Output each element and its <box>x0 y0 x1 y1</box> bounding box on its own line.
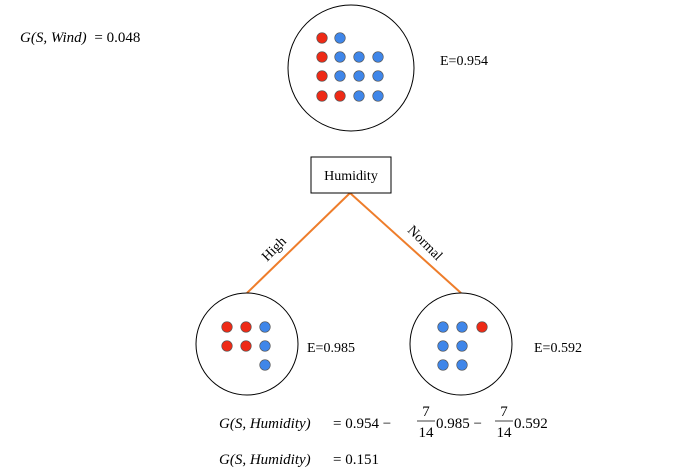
right-child-dot-blue <box>456 321 468 333</box>
right-child-dot-blue <box>456 340 468 352</box>
humidity-gain-result: G(S, Humidity) = 0.151 <box>219 452 379 468</box>
right-child-dots <box>437 321 488 371</box>
left-child-dot-red <box>221 340 233 352</box>
root-dot-blue <box>334 51 346 63</box>
left-child-dot-blue <box>259 359 271 371</box>
right-child-dot-blue <box>456 359 468 371</box>
root-dot-blue <box>353 70 365 82</box>
high-branch-label: High <box>259 234 289 264</box>
right-child-dot-blue <box>437 359 449 371</box>
wind-gain-rhs: = 0.048 <box>94 30 140 46</box>
root-dot-blue <box>334 32 346 44</box>
root-node-circle <box>287 4 415 132</box>
left-child-dot-red <box>240 340 252 352</box>
left-child-circle <box>195 292 299 396</box>
root-dot-red <box>316 90 328 102</box>
wind-gain-formula: G(S, Wind) = 0.048 <box>20 30 140 46</box>
left-child-dots <box>221 321 271 371</box>
normal-branch-label: Normal <box>404 223 445 264</box>
formula-part2: 0.985 − <box>436 416 482 432</box>
left-child-dot-blue <box>259 340 271 352</box>
right-child-dot-blue <box>437 340 449 352</box>
result-rhs: = 0.151 <box>333 452 379 468</box>
humidity-label: Humidity <box>324 169 378 184</box>
humidity-gain-formula: G(S, Humidity) = 0.954 − 7 14 0.985 − 7 … <box>219 404 548 441</box>
formula-part1: = 0.954 − <box>333 416 391 432</box>
humidity-split-box <box>310 156 392 194</box>
root-node-dots <box>316 32 384 102</box>
formula-part3: 0.592 <box>514 416 548 432</box>
left-child-dot-blue <box>259 321 271 333</box>
frac1-numerator: 7 <box>422 404 430 420</box>
normal-branch-line <box>349 192 462 294</box>
right-child-dot-red <box>476 321 488 333</box>
right-child-circle <box>409 292 513 396</box>
root-entropy-label: E=0.954 <box>440 54 488 69</box>
frac2-denominator: 14 <box>497 425 513 441</box>
frac2-numerator: 7 <box>500 404 508 420</box>
left-child-dot-red <box>240 321 252 333</box>
wind-gain-lhs: G(S, Wind) <box>20 30 87 46</box>
high-branch-line <box>246 192 351 294</box>
root-dot-blue <box>353 90 365 102</box>
root-dot-blue <box>372 51 384 63</box>
root-dot-blue <box>372 90 384 102</box>
left-child-dot-red <box>221 321 233 333</box>
right-child-dot-blue <box>437 321 449 333</box>
root-dot-red <box>316 51 328 63</box>
right-entropy-label: E=0.592 <box>534 341 582 356</box>
left-entropy-label: E=0.985 <box>307 341 355 356</box>
formula-lhs: G(S, Humidity) <box>219 416 311 432</box>
result-lhs: G(S, Humidity) <box>219 452 311 468</box>
root-dot-red <box>316 32 328 44</box>
root-dot-red <box>334 90 346 102</box>
root-dot-red <box>316 70 328 82</box>
root-dot-blue <box>353 51 365 63</box>
root-dot-blue <box>372 70 384 82</box>
frac1-denominator: 14 <box>419 425 435 441</box>
root-dot-blue <box>334 70 346 82</box>
